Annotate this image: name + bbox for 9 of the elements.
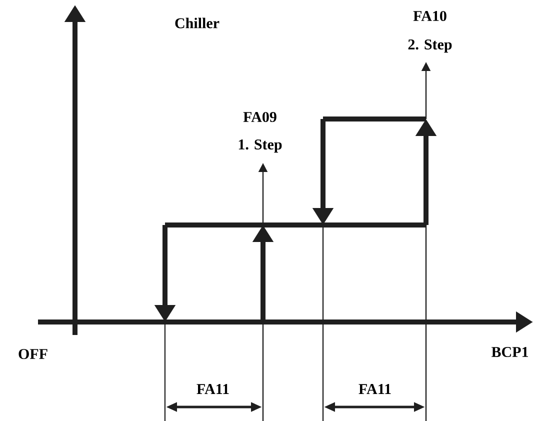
axis-label: BCP1	[492, 346, 528, 358]
step-label: 1. Step	[238, 139, 282, 153]
threshold-label: FA10	[413, 10, 446, 22]
step-label: 2. Step	[408, 39, 452, 53]
threshold-label: FA09	[243, 112, 276, 122]
dimension-label: FA11	[358, 384, 391, 394]
chart-title: Chiller	[175, 18, 220, 28]
dimension-label: FA11	[196, 384, 229, 394]
axis-label: OFF	[18, 348, 48, 360]
